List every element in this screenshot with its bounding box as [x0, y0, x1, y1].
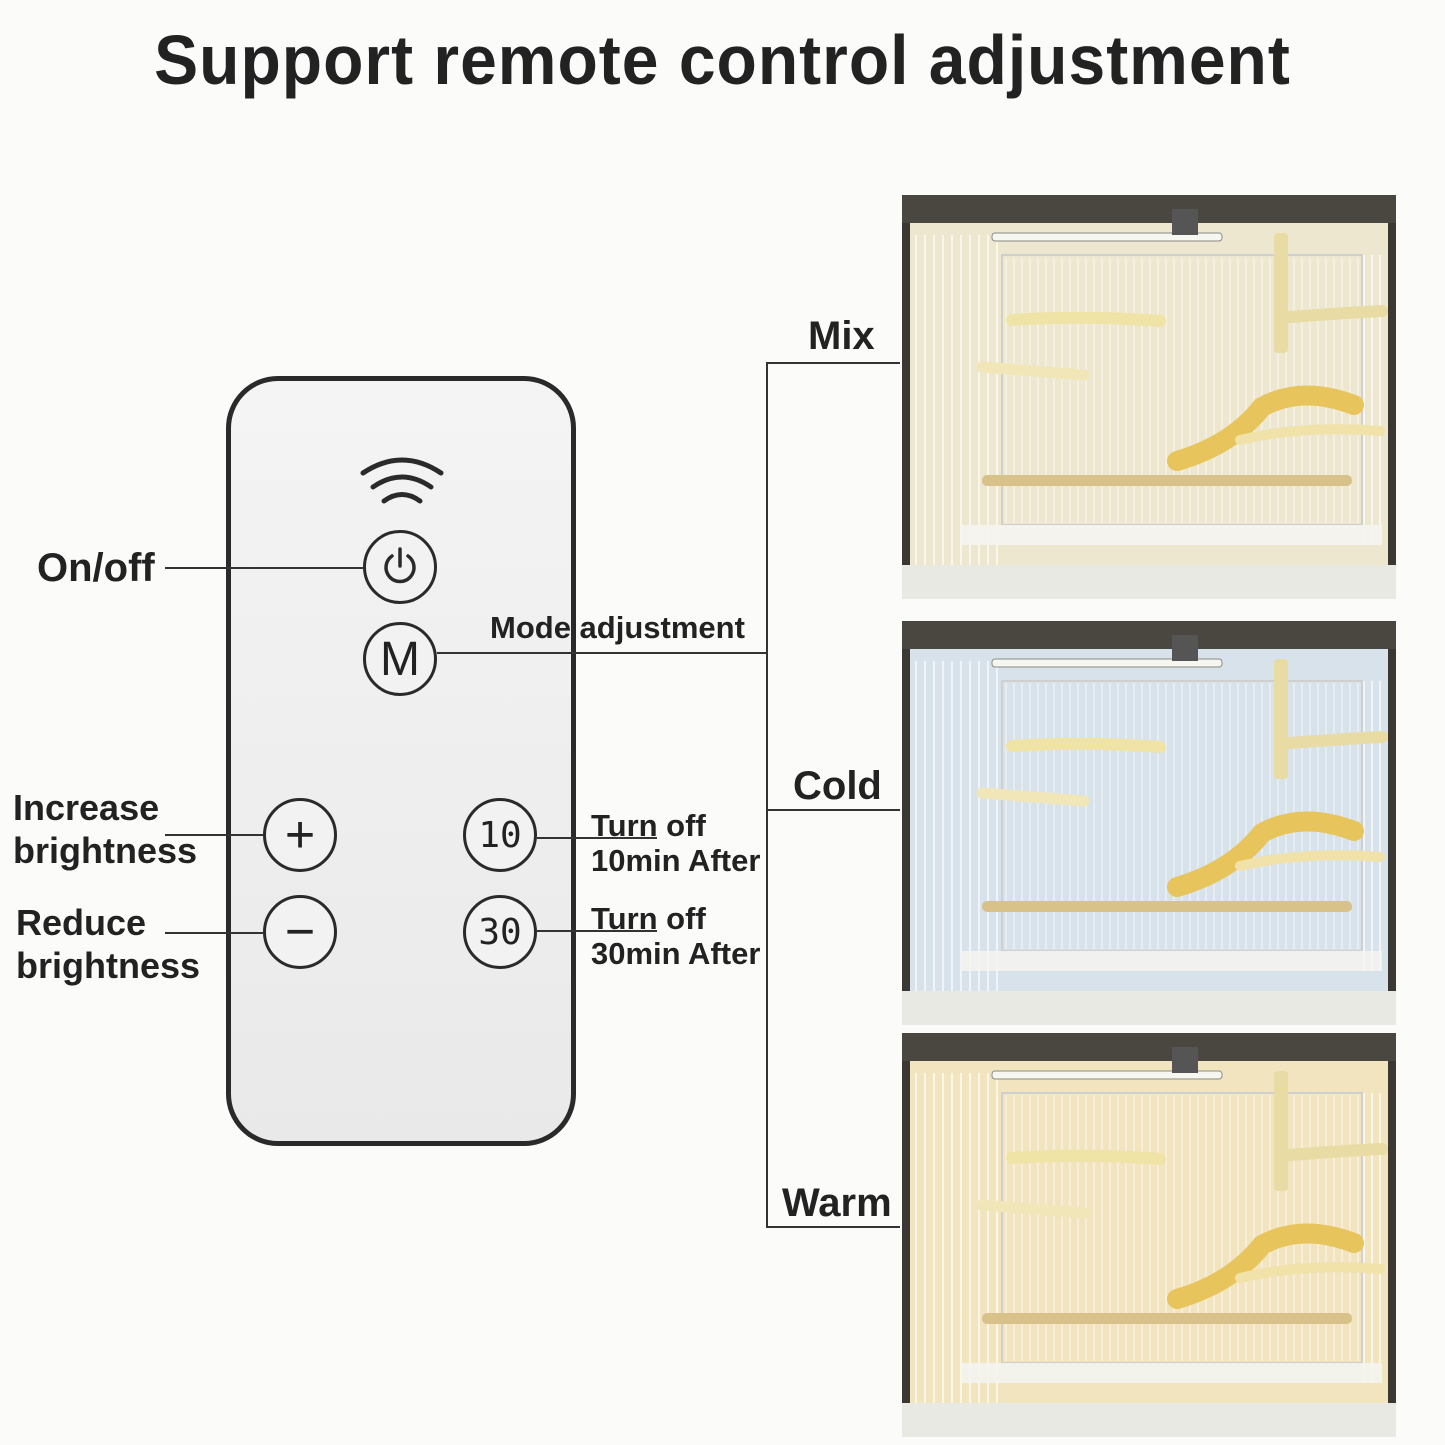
power-button[interactable] [363, 530, 437, 604]
mix-leader-line [766, 362, 900, 364]
mix-label: Mix [808, 314, 875, 358]
mode-button[interactable]: M [363, 622, 437, 696]
timer10-label-2: 10min After [591, 843, 761, 878]
on-off-label: On/off [37, 546, 155, 590]
timer-10-button[interactable]: 10 [463, 798, 537, 872]
mode-adjustment-label: Mode adjustment [490, 610, 745, 645]
reduce-label-1: Reduce [16, 902, 147, 943]
warm-label: Warm [782, 1181, 892, 1225]
reduce-leader-line [165, 932, 263, 934]
cold-light-photo [902, 621, 1396, 1025]
increase-leader-line [165, 834, 263, 836]
on-off-leader-line [165, 567, 363, 569]
mode-bracket-line [766, 362, 768, 1228]
timer30-label-2: 30min After [591, 936, 761, 971]
cold-label: Cold [793, 764, 882, 808]
warm-light-photo [902, 1033, 1396, 1437]
page-title: Support remote control adjustment [154, 21, 1291, 99]
reduce-label-2: brightness [16, 945, 201, 986]
mode-leader-line [437, 652, 767, 654]
timer-30-button[interactable]: 30 [463, 895, 537, 969]
increase-label-1: Increase [13, 787, 160, 828]
warm-leader-line [766, 1226, 900, 1228]
increase-label-2: brightness [13, 830, 198, 871]
reduce-brightness-button[interactable]: − [263, 895, 337, 969]
power-icon [384, 547, 416, 584]
timer30-leader-line [537, 930, 657, 932]
increase-brightness-button[interactable]: + [263, 798, 337, 872]
timer10-leader-line [537, 837, 657, 839]
mix-light-photo [902, 195, 1396, 599]
signal-icon [360, 457, 444, 504]
cold-leader-line [766, 809, 900, 811]
remote-control [226, 376, 576, 1146]
